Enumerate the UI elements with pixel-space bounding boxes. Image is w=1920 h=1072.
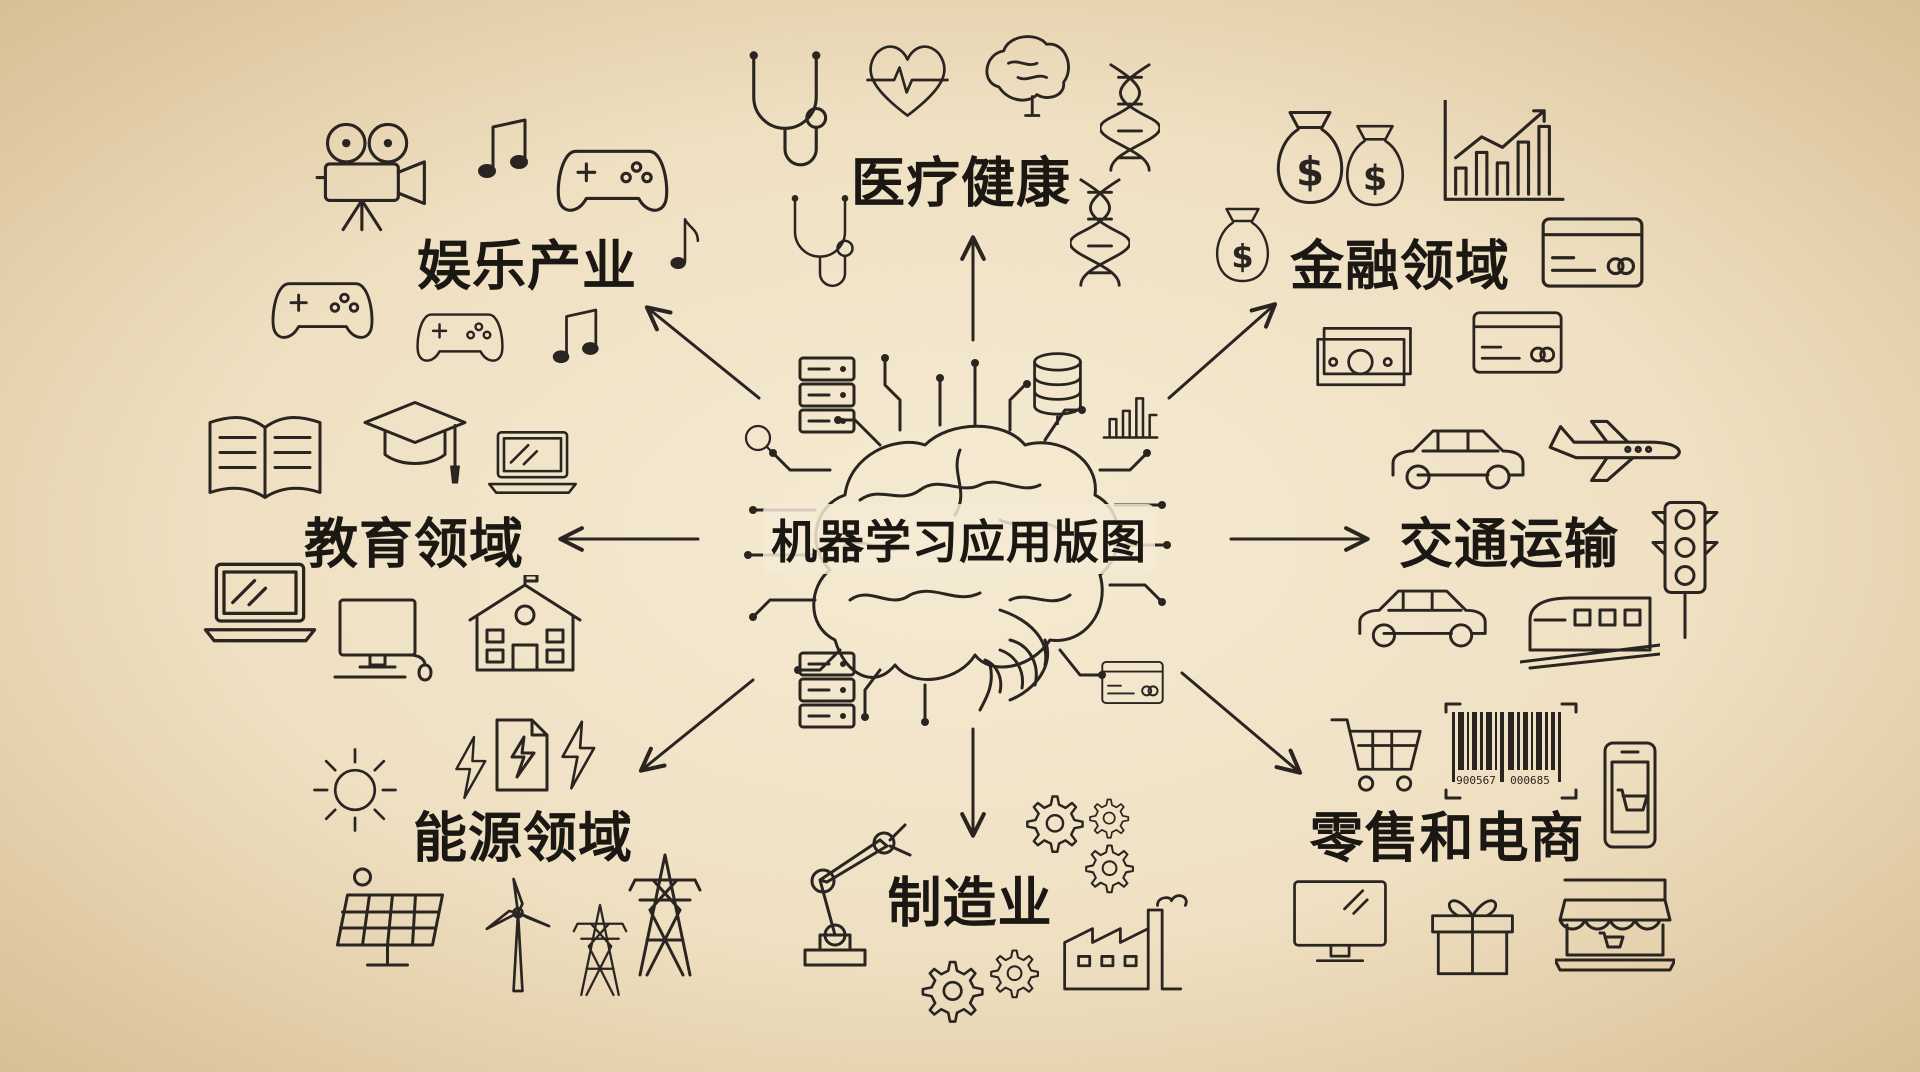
barcode-icon: 900567 000685 — [1444, 702, 1578, 800]
sun-icon — [313, 748, 397, 832]
open-book-icon — [208, 415, 322, 500]
music-note-icon — [551, 308, 600, 365]
cash-bills-icon — [1316, 327, 1412, 387]
arrow-retail — [1180, 671, 1303, 775]
card-icon — [1101, 660, 1164, 705]
online-shop-icon — [1555, 878, 1675, 972]
laptop-icon — [487, 430, 578, 495]
heartbeat-icon — [866, 45, 949, 117]
dna-icon — [1070, 178, 1130, 287]
film-camera-icon — [315, 122, 426, 232]
gamepad-icon — [556, 149, 669, 212]
desktop-computer-icon — [333, 598, 433, 682]
graduation-cap-icon — [363, 400, 467, 486]
arrow-energy — [638, 678, 755, 773]
money-bag-icon — [1215, 207, 1270, 283]
central-title: 机器学习应用版图 — [763, 504, 1155, 574]
factory-icon — [1062, 893, 1189, 991]
car-icon — [1391, 429, 1525, 490]
credit-card-icon — [1472, 311, 1563, 374]
label-entertainment: 娱乐产业 — [417, 234, 637, 298]
barcode-number-left: 900567 — [1456, 774, 1496, 787]
brain-icon — [985, 35, 1070, 117]
server-icon — [798, 356, 856, 434]
gamepad-icon — [416, 313, 504, 362]
smartphone-cart-icon — [1603, 741, 1657, 849]
shopping-cart-icon — [1330, 718, 1422, 792]
stethoscope-icon — [747, 49, 828, 167]
taxi-icon — [1358, 589, 1487, 648]
gear-icon — [921, 960, 984, 1023]
stethoscope-icon — [790, 193, 854, 288]
money-bag-icon — [1276, 110, 1344, 205]
wind-turbine-icon — [485, 877, 551, 993]
airplane-icon — [1548, 419, 1681, 483]
credit-card-icon — [1541, 217, 1644, 288]
energy-document-icon — [495, 718, 549, 792]
power-tower-icon — [628, 853, 702, 977]
solar-panel-icon — [335, 867, 445, 967]
label-energy: 能源领域 — [413, 806, 633, 870]
power-tower-icon — [572, 903, 628, 997]
arrows — [558, 235, 1370, 838]
magnifier-icon — [744, 424, 783, 463]
server-icon — [798, 651, 856, 729]
gift-box-icon — [1431, 899, 1514, 976]
arrow-finance — [1167, 302, 1278, 400]
music-note-icon — [476, 118, 530, 180]
dna-icon — [1100, 63, 1160, 172]
gamepad-icon — [271, 282, 374, 340]
label-education: 教育领域 — [304, 512, 524, 576]
database-icon — [1033, 352, 1082, 425]
lightning-bolt-icon — [561, 720, 596, 790]
lightning-bolt-icon — [455, 735, 487, 800]
gear-icon — [1026, 795, 1084, 853]
monitor-icon — [1293, 880, 1387, 963]
label-retail: 零售和电商 — [1309, 806, 1585, 870]
gear-icon — [1085, 844, 1134, 894]
gear-icon — [1089, 798, 1130, 839]
laptop-icon — [203, 562, 317, 643]
music-note-icon — [668, 217, 700, 271]
traffic-light-icon — [1651, 500, 1719, 640]
bar-chart-icon — [1102, 396, 1159, 439]
label-healthcare: 医疗健康 — [851, 151, 1071, 215]
label-manufacturing: 制造业 — [887, 871, 1053, 935]
label-finance: 金融领域 — [1290, 234, 1510, 298]
gear-icon — [990, 949, 1039, 999]
train-icon — [1520, 596, 1660, 670]
barcode-number-right: 000685 — [1510, 774, 1550, 787]
label-transportation: 交通运输 — [1399, 512, 1619, 576]
arrow-entertainment — [644, 305, 761, 400]
money-bag-icon — [1345, 124, 1405, 207]
growth-chart-icon — [1443, 100, 1565, 201]
school-building-icon — [468, 575, 582, 672]
